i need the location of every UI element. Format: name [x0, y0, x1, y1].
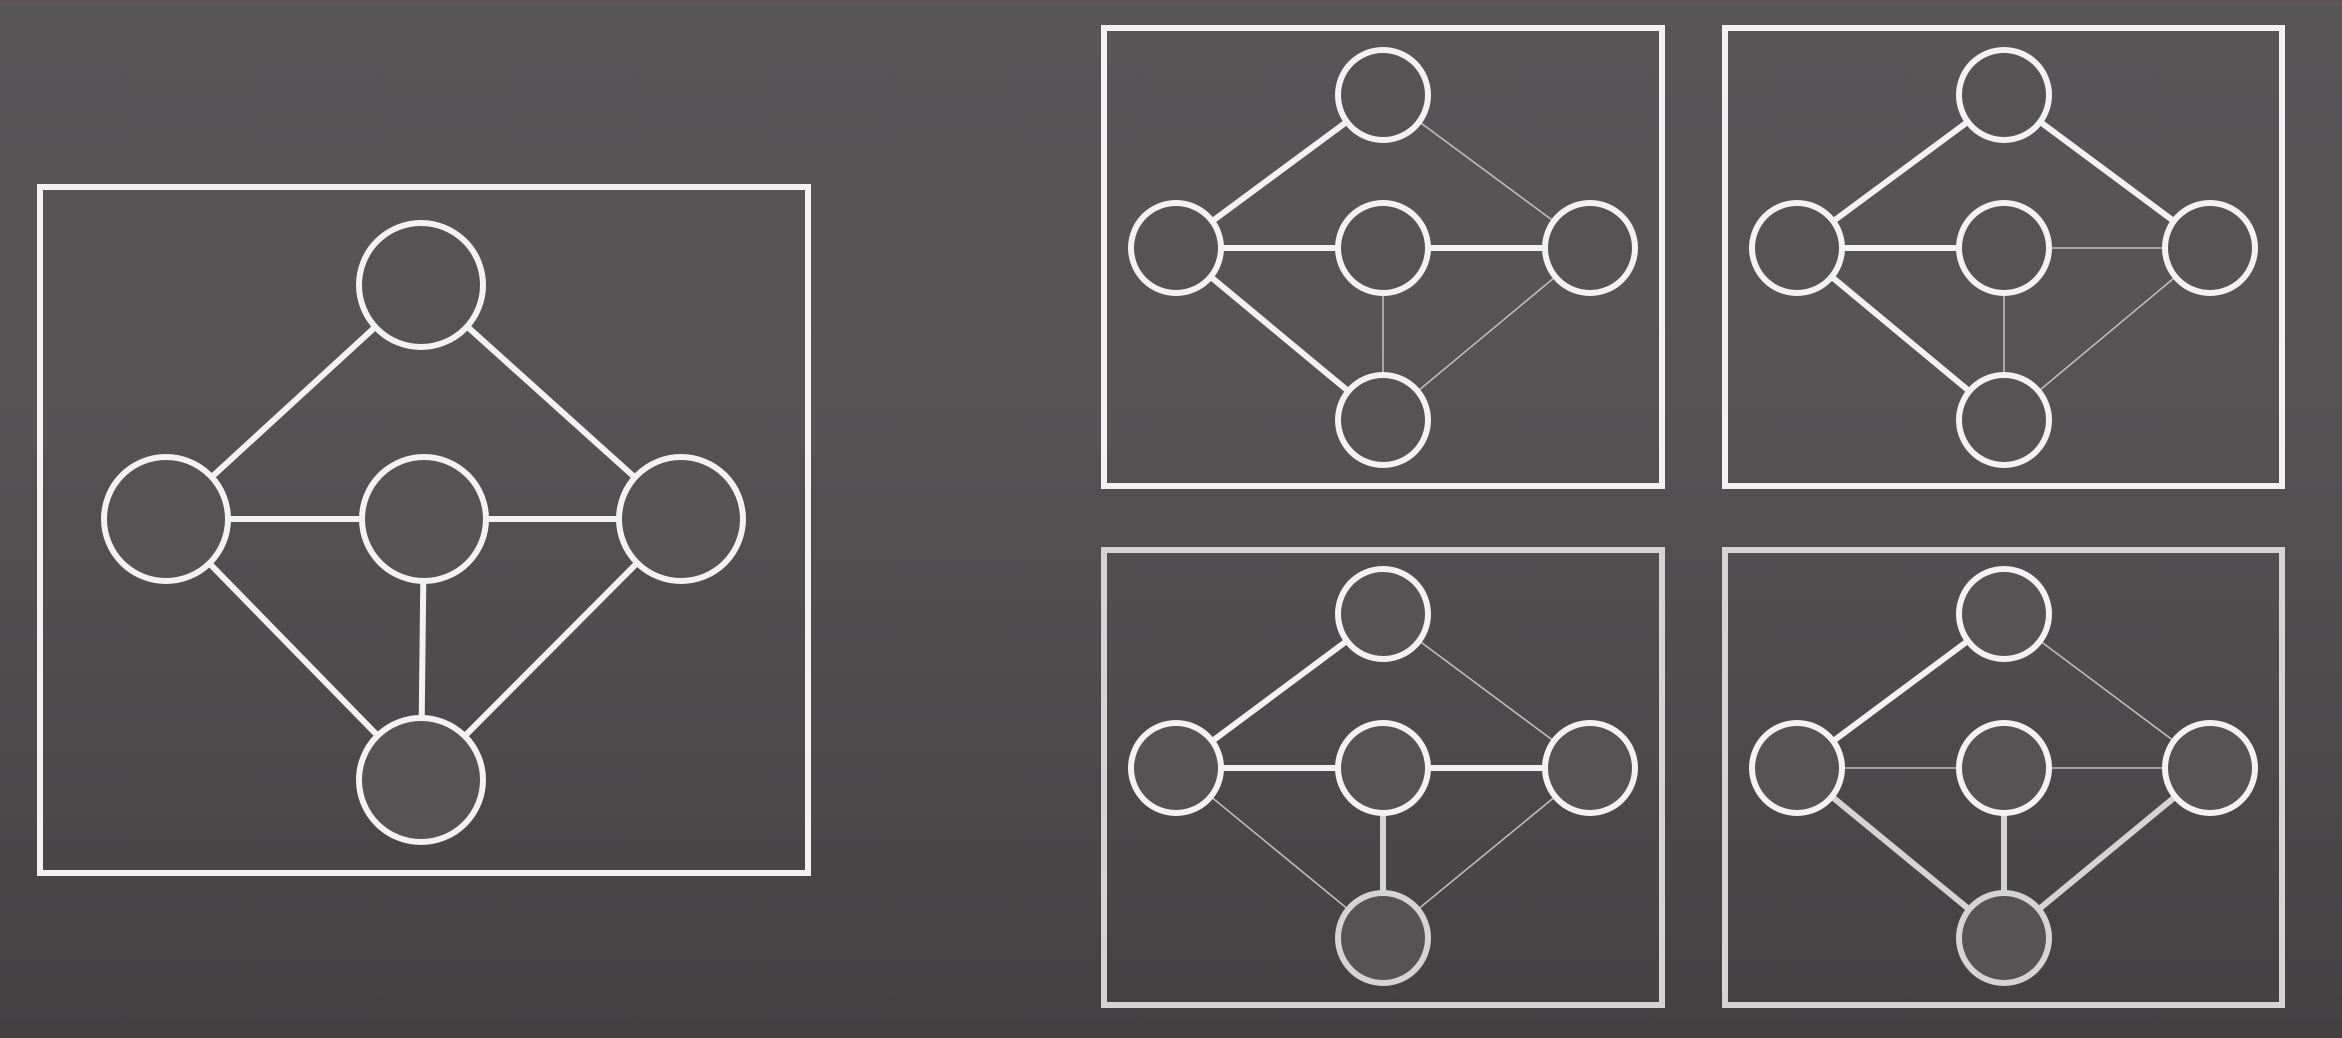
main-graph-nodes — [101, 220, 746, 845]
node-right — [1542, 720, 1638, 816]
node-center — [1335, 720, 1431, 816]
node-center — [359, 454, 489, 584]
node-top — [356, 220, 486, 350]
subgraph-top-right-frame — [1722, 25, 2285, 489]
top-edge-band — [0, 0, 2342, 6]
subgraph-top-right-nodes — [1749, 47, 2258, 468]
node-bottom — [1956, 890, 2052, 986]
subgraph-bottom-right-frame — [1722, 547, 2285, 1008]
node-center — [1956, 200, 2052, 296]
node-top — [1335, 566, 1431, 662]
subgraph-bottom-left-nodes — [1128, 566, 1638, 986]
subgraph-top-left-nodes — [1128, 47, 1638, 468]
subgraph-bottom-right-nodes — [1749, 566, 2258, 986]
node-bottom — [1956, 372, 2052, 468]
node-bottom — [356, 715, 486, 845]
node-center — [1335, 200, 1431, 296]
node-bottom — [1335, 890, 1431, 986]
node-right — [616, 454, 746, 584]
node-top — [1956, 566, 2052, 662]
node-right — [2162, 200, 2258, 296]
node-top — [1335, 47, 1431, 143]
subgraph-panel-top-left — [1101, 25, 1665, 489]
subgraph-panel-top-right — [1722, 25, 2285, 489]
subgraph-panel-bottom-right — [1722, 547, 2285, 1008]
node-right — [2162, 720, 2258, 816]
main-graph-frame — [37, 184, 811, 876]
node-left — [1128, 200, 1224, 296]
node-left — [1749, 720, 1845, 816]
node-bottom — [1335, 372, 1431, 468]
node-right — [1542, 200, 1638, 296]
node-left — [101, 454, 231, 584]
node-top — [1956, 47, 2052, 143]
subgraph-top-left-frame — [1101, 25, 1665, 489]
node-left — [1128, 720, 1224, 816]
subgraph-bottom-left-frame — [1101, 547, 1665, 1008]
node-left — [1749, 200, 1845, 296]
node-center — [1956, 720, 2052, 816]
main-graph-panel — [37, 184, 811, 876]
subgraph-panel-bottom-left — [1101, 547, 1665, 1008]
